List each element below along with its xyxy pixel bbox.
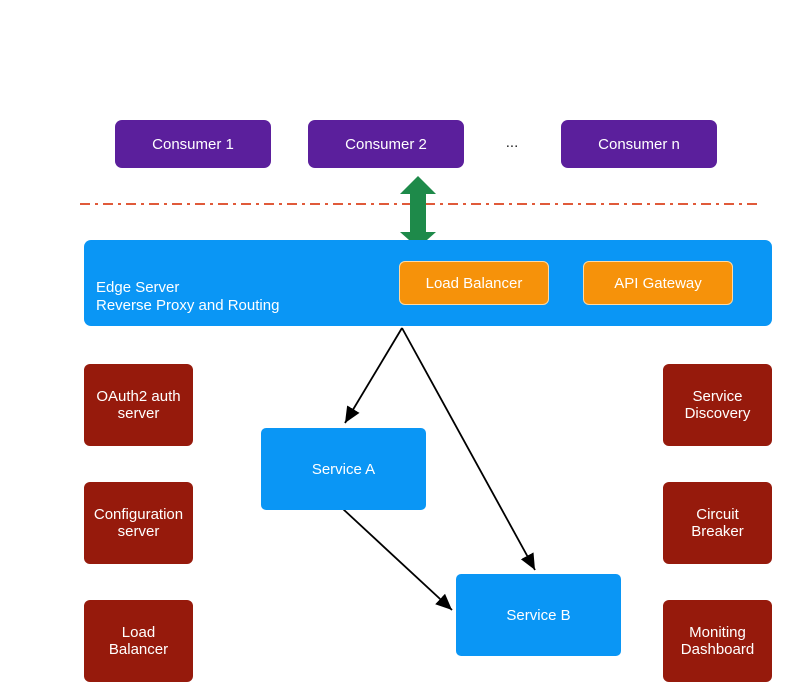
- load-balancer-component: Load Balancer: [399, 261, 549, 305]
- circuit-breaker-box: Circuit Breaker: [663, 482, 772, 564]
- consumer-ellipsis: ...: [505, 134, 519, 151]
- service-a-to-service-b-arrow: [342, 508, 453, 611]
- edge-server-label: Edge Server Reverse Proxy and Routing: [96, 279, 280, 314]
- bidirectional-arrow: [400, 176, 436, 248]
- diagram-connectors: [80, 176, 762, 611]
- load-balancer-service-box: Load Balancer: [84, 600, 193, 682]
- consumer-2-box: Consumer 2: [308, 120, 464, 168]
- configuration-server-box: Configuration server: [84, 482, 193, 564]
- service-discovery-box: Service Discovery: [663, 364, 772, 446]
- service-b-box: Service B: [456, 574, 621, 656]
- edge-to-service-a-arrow: [344, 327, 403, 424]
- consumer-n-box: Consumer n: [561, 120, 717, 168]
- monitoring-dashboard-box: Moniting Dashboard: [663, 600, 772, 682]
- consumer-1-box: Consumer 1: [115, 120, 271, 168]
- edge-to-service-b-arrow: [401, 327, 536, 571]
- service-a-box: Service A: [261, 428, 426, 510]
- api-gateway-component: API Gateway: [583, 261, 733, 305]
- oauth2-server-box: OAuth2 auth server: [84, 364, 193, 446]
